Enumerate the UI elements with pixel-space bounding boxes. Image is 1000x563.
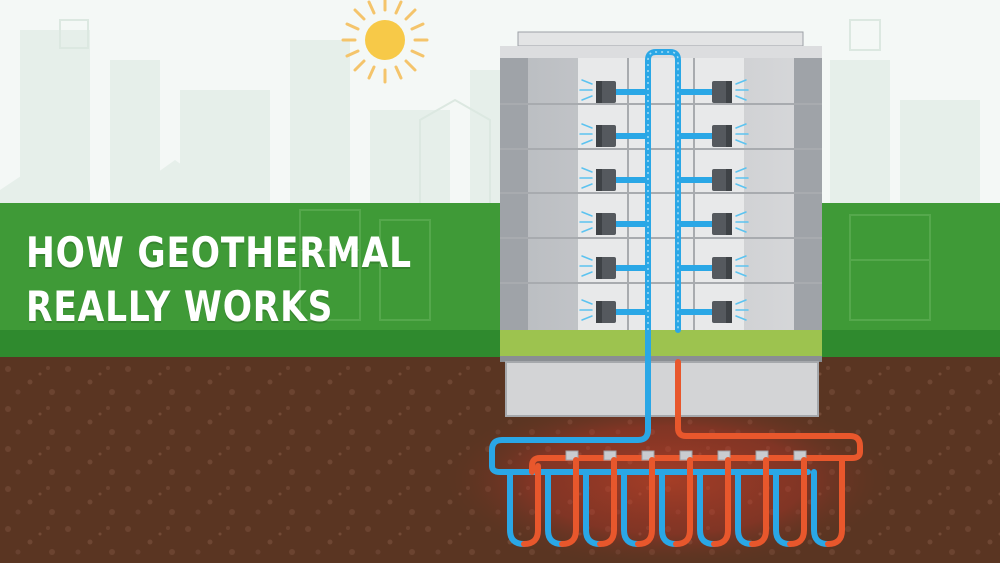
city-skyline: [0, 30, 980, 210]
headline-line-2: REALLY WORKS: [26, 282, 334, 331]
building: [500, 31, 822, 417]
ground-loops: [507, 457, 845, 547]
airflow-marks: [579, 79, 749, 321]
hot-return-pipes: [529, 359, 863, 475]
hvac-units: [596, 81, 732, 323]
cold-pipe-highlight: [647, 51, 679, 330]
sun-icon: [341, 0, 429, 84]
headline: HOW GEOTHERMAL REALLY WORKS: [26, 226, 497, 334]
manifold-connectors: [565, 450, 807, 461]
banner-faded-buildings: [299, 209, 931, 321]
headline-line-1: HOW GEOTHERMAL: [26, 228, 412, 277]
